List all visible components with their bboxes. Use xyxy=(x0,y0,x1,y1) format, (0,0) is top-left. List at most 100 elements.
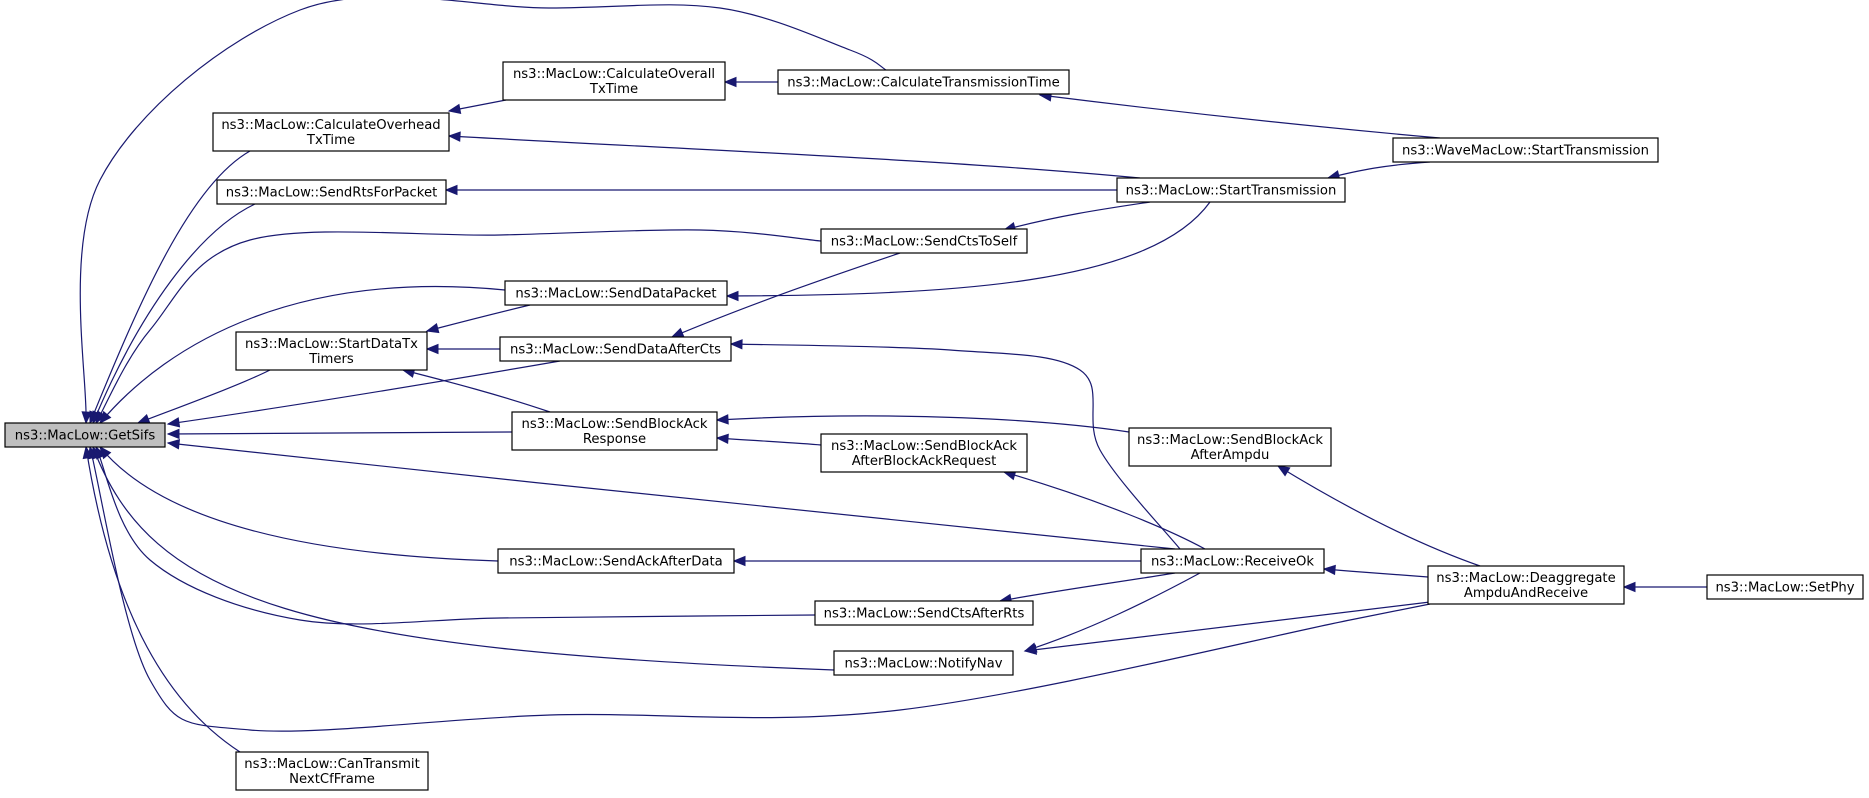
arrowhead-starttrans-to-sendrts xyxy=(444,184,458,196)
node-box xyxy=(502,61,726,101)
node-label-line: Timers xyxy=(308,352,354,367)
node-label-line: ns3::MacLow::SendDataAfterCts xyxy=(510,343,721,358)
node-box xyxy=(497,548,735,574)
arrowhead-receiveok-to-senddataafter xyxy=(729,339,743,350)
arrowhead-starttrans-to-senddata xyxy=(725,290,739,302)
node-senddata[interactable]: ns3::MacLow::SendDataPacket xyxy=(504,280,728,306)
edge-wavestart-to-starttrans xyxy=(1327,161,1431,179)
arrowhead-sendblockafterbar-to-sendblockresp xyxy=(715,433,729,445)
node-setphy[interactable]: ns3::MacLow::SetPhy xyxy=(1706,574,1864,600)
node-getsifs[interactable]: ns3::MacLow::GetSifs xyxy=(4,422,166,448)
node-sendctsafterrts[interactable]: ns3::MacLow::SendCtsAfterRts xyxy=(814,600,1034,626)
node-label-line: AfterAmpdu xyxy=(1191,448,1270,463)
edge-receiveok-to-sendctsafterrts xyxy=(999,572,1176,602)
edge-receiveok-to-notifynav xyxy=(1024,572,1201,652)
edge-sendblockresp-to-getsifs xyxy=(167,431,513,435)
arrowhead-senddata-to-getsifs xyxy=(99,410,112,425)
edge-deaggregate-to-notifynav xyxy=(1024,601,1431,652)
node-box xyxy=(1392,137,1659,163)
edges-layer xyxy=(79,0,1707,753)
node-label-line: ns3::MacLow::NotifyNav xyxy=(844,657,1002,672)
node-label-line: ns3::MacLow::CalculateTransmissionTime xyxy=(787,76,1059,91)
arrowhead-deaggregate-to-notifynav xyxy=(1023,644,1038,655)
node-box xyxy=(1140,548,1325,574)
edge-sendctsafterrts-to-getsifs xyxy=(95,446,816,625)
node-box xyxy=(820,228,1028,254)
node-sendblockafterbar[interactable]: ns3::MacLow::SendBlockAckAfterBlockAckRe… xyxy=(820,433,1028,473)
node-label-line: TxTime xyxy=(589,82,638,97)
arrowhead-receiveok-to-sendackafter xyxy=(732,555,746,567)
node-label-line: ns3::MacLow::CalculateOverall xyxy=(513,67,715,82)
arrowhead-startdatatx-to-getsifs xyxy=(136,413,151,424)
node-notifynav[interactable]: ns3::MacLow::NotifyNav xyxy=(833,650,1014,676)
nodes-layer: ns3::MacLow::GetSifs ns3::MacLow::Calcula… xyxy=(4,61,1864,791)
node-label-line: ns3::MacLow::SetPhy xyxy=(1715,581,1854,596)
node-wavestart[interactable]: ns3::WaveMacLow::StartTransmission xyxy=(1392,137,1659,163)
node-label-line: ns3::MacLow::StartDataTx xyxy=(245,337,418,352)
node-label-line: ns3::MacLow::StartTransmission xyxy=(1126,184,1337,199)
node-label-line: ns3::MacLow::SendDataPacket xyxy=(515,287,716,302)
node-box xyxy=(235,751,429,791)
node-label-line: ns3::MacLow::SendAckAfterData xyxy=(509,555,722,570)
node-label-line: ns3::MacLow::SendBlockAck xyxy=(831,439,1017,454)
arrowhead-deaggregate-to-sendblockafterampdu xyxy=(1276,465,1291,477)
node-label-line: TxTime xyxy=(306,133,355,148)
node-box xyxy=(511,411,718,451)
node-label-line: ns3::MacLow::CanTransmit xyxy=(244,757,420,772)
edge-deaggregate-to-receiveok xyxy=(1323,568,1429,578)
node-sendackafter[interactable]: ns3::MacLow::SendAckAfterData xyxy=(497,548,735,574)
arrowhead-receiveok-to-getsifs xyxy=(166,439,181,450)
node-box xyxy=(235,331,428,371)
node-box xyxy=(212,112,450,152)
edge-sendackafter-to-getsifs xyxy=(99,446,499,562)
arrowhead-calcoverall-to-calcoverhead xyxy=(447,103,462,115)
node-label-line: ns3::MacLow::SendCtsToSelf xyxy=(831,235,1018,250)
edge-deaggregate-to-getsifs xyxy=(89,446,1431,732)
edge-sendblockresp-to-startdatatx xyxy=(402,369,551,413)
node-box xyxy=(820,433,1028,473)
edge-calctrans-to-getsifs xyxy=(79,0,887,424)
edge-senddata-to-getsifs xyxy=(99,286,506,424)
node-label-line: ns3::WaveMacLow::StartTransmission xyxy=(1402,144,1649,159)
node-label-line: ns3::MacLow::SendCtsAfterRts xyxy=(824,607,1025,622)
edge-sendctsself-to-senddataafter xyxy=(671,252,901,338)
edge-senddata-to-startdatatx xyxy=(426,304,531,332)
arrowhead-calctrans-to-calcoverall xyxy=(723,76,737,88)
node-box xyxy=(1116,177,1346,203)
node-box xyxy=(814,600,1034,626)
edge-receiveok-to-getsifs xyxy=(167,442,1176,550)
node-box xyxy=(4,422,166,448)
arrowhead-starttrans-to-calcoverhead xyxy=(447,131,461,142)
arrowhead-cantransmit-to-getsifs xyxy=(82,445,93,460)
edge-senddataafter-to-getsifs xyxy=(167,360,561,425)
arrowhead-senddataafter-to-getsifs xyxy=(166,417,181,428)
node-receiveok[interactable]: ns3::MacLow::ReceiveOk xyxy=(1140,548,1325,574)
edge-wavestart-to-calctrans xyxy=(1039,94,1441,139)
node-senddataafter[interactable]: ns3::MacLow::SendDataAfterCts xyxy=(499,336,732,362)
node-calctrans[interactable]: ns3::MacLow::CalculateTransmissionTime xyxy=(777,69,1070,95)
node-sendctsself[interactable]: ns3::MacLow::SendCtsToSelf xyxy=(820,228,1028,254)
edge-startdatatx-to-getsifs xyxy=(137,369,271,424)
node-label-line: ns3::MacLow::SendBlockAck xyxy=(522,417,708,432)
node-box xyxy=(216,179,447,205)
edge-notifynav-to-getsifs xyxy=(92,446,835,671)
node-label-line: ns3::MacLow::CalculateOverhead xyxy=(221,118,440,133)
edge-cantransmit-to-getsifs xyxy=(85,446,241,753)
edge-receiveok-to-sendblockafterbar xyxy=(1003,471,1206,550)
arrowhead-setphy-to-deaggregate xyxy=(1622,581,1636,593)
edge-sendblockafterbar-to-sendblockresp xyxy=(716,437,822,446)
node-label-line: ns3::MacLow::Deaggregate xyxy=(1436,571,1615,586)
node-starttrans[interactable]: ns3::MacLow::StartTransmission xyxy=(1116,177,1346,203)
node-sendrts[interactable]: ns3::MacLow::SendRtsForPacket xyxy=(216,179,447,205)
edge-starttrans-to-calcoverhead xyxy=(448,135,1141,179)
node-label-line: AfterBlockAckRequest xyxy=(852,454,997,469)
node-box xyxy=(833,650,1014,676)
